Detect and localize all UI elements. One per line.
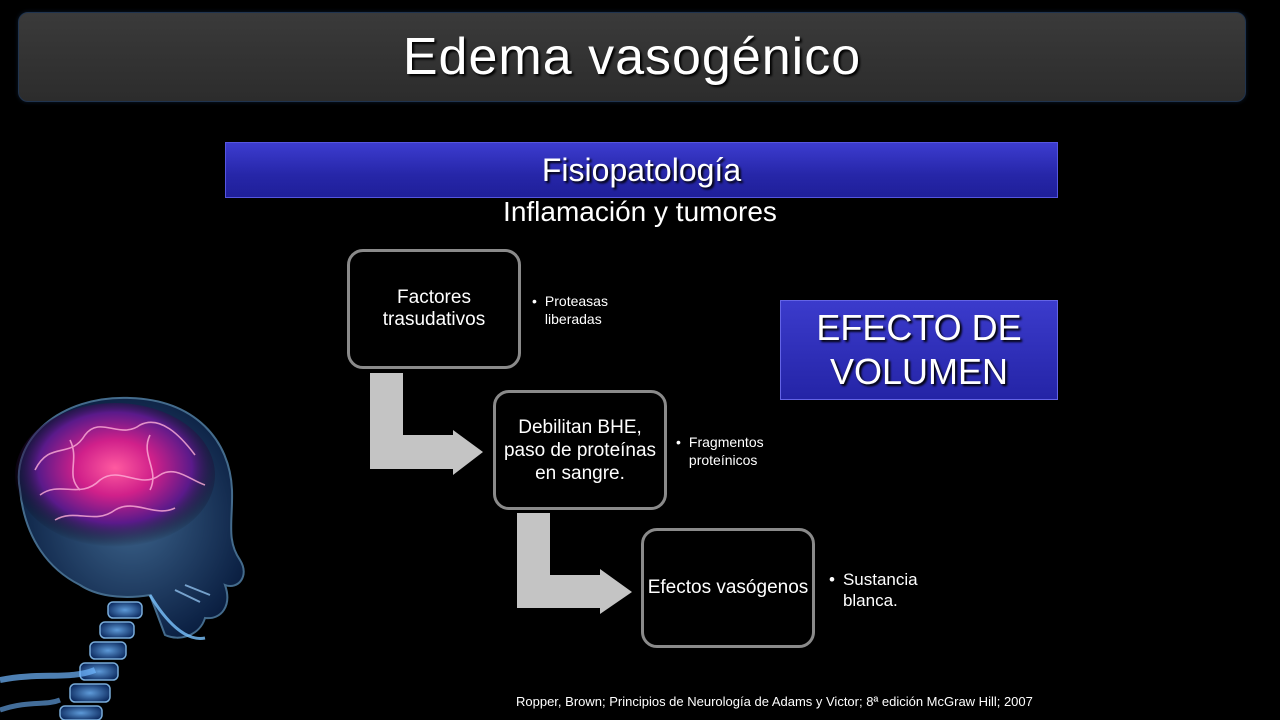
flow-step-1: Factores trasudativos — [347, 249, 521, 369]
bullet-dot: • — [532, 293, 537, 309]
flow-step-2-label: Debilitan BHE, paso de proteínas en sang… — [503, 416, 657, 484]
flow-step-3-label: Efectos vasógenos — [647, 577, 809, 598]
volume-line-2: VOLUMEN — [829, 351, 1009, 392]
volume-line-1: EFECTO DE — [816, 307, 1022, 348]
bullet-1-line-2: liberadas — [544, 311, 602, 327]
flow-step-2-bullet: • Fragmentos proteínicos — [676, 433, 764, 469]
volume-effect-box: EFECTO DE VOLUMEN — [780, 300, 1058, 400]
flow-step-1-label: Factores trasudativos — [382, 287, 486, 330]
flow-step-1-bullet: • Proteasas liberadas — [532, 292, 608, 328]
connector-arrow-1 — [370, 373, 483, 475]
flow-step-3-bullet: • Sustancia blanca. — [829, 569, 918, 611]
bullet-3-line-2: blanca. — [842, 591, 898, 610]
bullet-1-line-1: Proteasas — [544, 293, 608, 309]
bullet-dot: • — [676, 434, 681, 450]
bullet-3-line-1: Sustancia — [842, 570, 918, 589]
bullet-2-line-2: proteínicos — [688, 452, 758, 468]
subtitle-bar: Fisiopatología — [225, 142, 1058, 198]
skeleton-brain-illustration — [0, 396, 245, 720]
bullet-dot: • — [829, 570, 835, 589]
bullet-2-line-1: Fragmentos — [688, 434, 764, 450]
topic-heading: Inflamación y tumores — [503, 196, 777, 227]
flow-step-3: Efectos vasógenos — [641, 528, 815, 648]
subtitle: Fisiopatología — [541, 151, 742, 188]
slide-title: Edema vasogénico — [402, 28, 862, 86]
reference-citation: Ropper, Brown; Principios de Neurología … — [516, 694, 1033, 709]
flow-step-2: Debilitan BHE, paso de proteínas en sang… — [493, 390, 667, 510]
title-bar: Edema vasogénico — [18, 12, 1246, 102]
connector-arrow-2 — [517, 513, 632, 614]
